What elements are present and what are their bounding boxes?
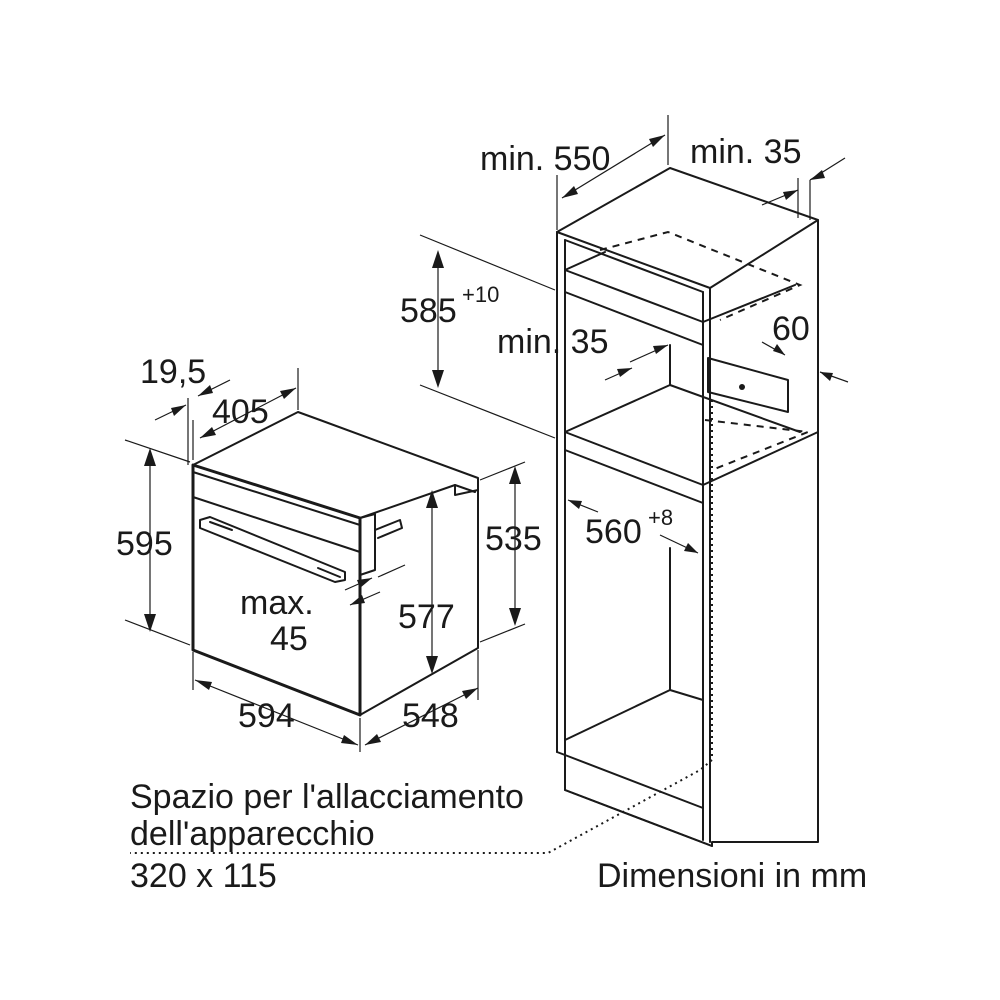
oven-handle [199,516,346,583]
dim-585-ext-bottom [419,384,556,439]
dim-560-arrow-a [568,500,582,509]
dim-594-arrow-b [341,735,358,745]
oven-dimensions [124,368,526,752]
connection-note-line2: dell'apparecchio [130,815,375,853]
notes: Spazio per l'allacciamento dell'apparecc… [130,778,867,895]
oven-mount-bracket [374,519,403,539]
dim-535-arrow-top [509,466,521,484]
dim-585-ext-top [419,234,556,291]
dim-594-arrow-a [195,680,212,690]
label-niche-height: 585 [400,292,457,330]
dim-585-arrow-bottom [432,370,444,388]
label-max: max. [240,584,314,622]
dim-577-arrow-bottom [426,656,438,674]
oven-top-rear [359,484,476,519]
dim-535-arrow-bottom [509,608,521,626]
dim-35top-arrow-a [783,190,798,200]
oven-handle-mark-a [209,521,233,531]
units-note: Dimensioni in mm [597,857,867,895]
oven-handle-mark-b [317,567,341,578]
oven-drawing [191,411,479,717]
label-niche-depth: min. 550 [480,140,610,178]
dim-550-arrow-a [562,186,578,198]
dim-45-line-b [377,564,406,578]
dim-595-arrow-top [144,448,156,466]
dim-535-ext-top [479,461,526,481]
ventilation-dot [739,384,745,390]
label-oven-height: 595 [116,525,173,563]
middle-shelf-front [564,431,819,486]
connection-note-line3: 320 x 115 [130,857,277,895]
oven-front-side [359,513,376,576]
middle-shelf-lower [564,449,704,504]
cabinet-drawing [130,167,819,854]
label-oven-width: 594 [238,697,295,735]
dim-405-line [199,387,297,439]
connection-space-dotted [130,400,713,854]
oven-top-right [192,411,479,716]
niche-floor-dashed [704,419,809,471]
label-oven-top-depth: 405 [212,393,269,431]
upper-shelf-back [702,284,796,323]
label-front-panel: 19,5 [140,353,206,391]
upper-shelf-lower [564,291,704,346]
niche-top-dashed [599,230,803,321]
dim-405-arrow-b [280,388,296,399]
upper-shelf-side [564,251,606,271]
dim-19-arrow-b [198,385,213,396]
cabinet-outline [556,167,819,847]
label-oven-depth: 548 [402,697,459,735]
dim-548-arrow-b [462,688,478,699]
label-niche-width-tol: +8 [648,505,673,530]
label-vent-gap: min. 35 [497,323,609,361]
dim-585-arrow-top [432,250,444,268]
label-max-value: 45 [270,620,308,658]
label-oven-rear-height: 535 [485,520,542,558]
dim-548-arrow-a [365,734,381,745]
cabinet-dimensions [419,115,849,554]
cabinet-top-front [556,219,819,289]
plinth-front [564,754,713,847]
dim-405-arrow-a [200,427,216,438]
dim-595-ext-bottom [124,619,191,646]
dim-35vent-arrow-a [653,345,668,354]
upper-shelf-front [564,269,704,323]
dim-595-ext-top [124,439,191,463]
dim-35vent-arrow-b [617,368,632,377]
label-niche-width: 560 [585,513,642,551]
dim-19-arrow-a [171,405,186,416]
oven-rear-step [454,484,479,496]
dim-60-arrow [773,344,785,355]
dim-550-line [561,134,666,199]
niche-floor-back [564,384,801,433]
dim-560-arrow-b [684,543,698,553]
label-oven-inner-height: 577 [398,598,455,636]
dim-594-line [194,679,359,746]
dim-60-right-arrow [820,372,833,381]
dim-35top-arrow-b [810,170,825,180]
dim-45-arrow-c [350,595,365,605]
dim-595-arrow-bottom [144,614,156,632]
dim-45-arrow-a [357,578,372,588]
oven-control-strip [192,496,361,553]
dim-535-ext-bottom [479,623,526,643]
ventilation-opening [707,357,789,413]
label-niche-height-tol: +10 [462,282,499,307]
connection-note-line1: Spazio per l'allacciamento [130,778,524,816]
lower-shelf-front [564,754,704,809]
label-vent-height: 60 [772,310,810,348]
label-side-gap: min. 35 [690,133,802,171]
cabinet-top-inner [564,239,704,293]
dim-577-arrow-top [426,490,438,508]
oven-top-frame [192,464,361,526]
dimension-labels: min. 550 min. 35 585 +10 min. 35 60 560 … [116,133,810,735]
dim-548-line [364,687,479,746]
lower-shelf-back [564,689,704,741]
dim-550-arrow-b [649,135,665,147]
